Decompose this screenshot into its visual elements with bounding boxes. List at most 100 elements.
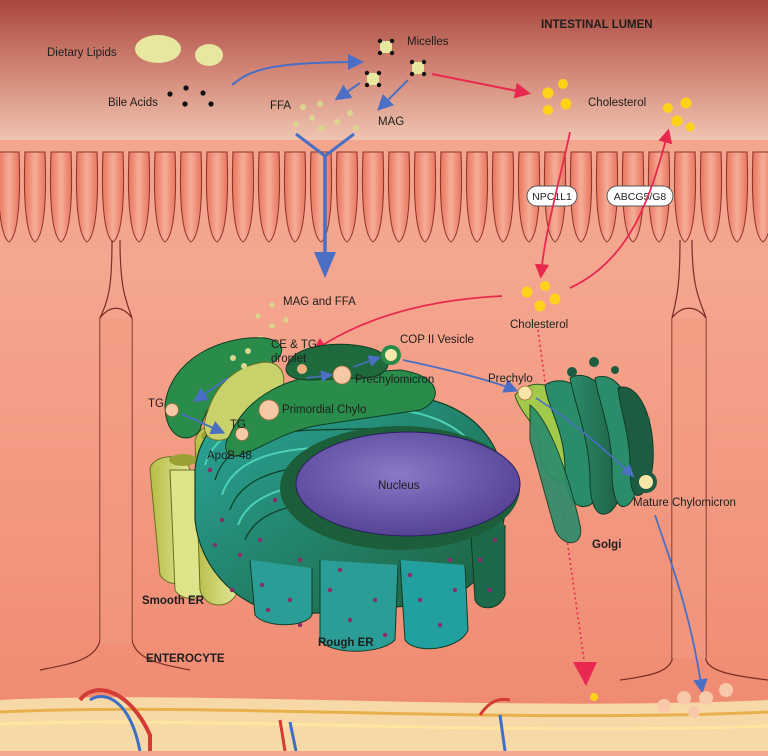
- arrow-cop-to-golgi: [402, 359, 519, 393]
- er-upper-arms: [164, 337, 436, 457]
- ribosome: [212, 542, 218, 548]
- micelles: [364, 38, 427, 88]
- ffa-label: FFA: [270, 100, 291, 112]
- microvillus: [153, 151, 177, 243]
- microvillus: [673, 151, 697, 243]
- arrow-tg-to-tg: [181, 413, 226, 435]
- ribosome: [272, 497, 278, 503]
- intestinal-lumen-label: INTESTINAL LUMEN: [541, 19, 653, 31]
- junction-left: [100, 318, 132, 643]
- ribosome-dots: [207, 467, 498, 638]
- lumen-cholesterol-dots: [542, 79, 695, 132]
- arrow-cholesterol-efflux: [569, 128, 673, 289]
- microvillus: [0, 151, 21, 243]
- nucleus-label: Nucleus: [378, 480, 420, 492]
- microvillus: [725, 151, 749, 243]
- microvillus: [751, 151, 768, 243]
- cholesterol-lumen-label: Cholesterol: [588, 97, 646, 109]
- microvillus: [361, 151, 385, 243]
- microvillus: [699, 151, 723, 243]
- nucleus: [280, 426, 521, 550]
- microvillus: [387, 151, 411, 243]
- ribosome: [382, 632, 388, 638]
- npc1l1-transporter: NPC1L1: [526, 185, 578, 207]
- microvillus: [49, 151, 73, 243]
- ce-tg-label-line2: droplet: [271, 353, 307, 365]
- microvillus: [101, 151, 125, 243]
- secreted-chylomicrons: [657, 683, 733, 718]
- intestinal-lumen: [0, 0, 768, 150]
- arrow-to-cholesterol: [431, 73, 531, 99]
- tg-label-1: TG: [148, 398, 164, 410]
- golgi-label: Golgi: [592, 539, 621, 551]
- prechylomicron-label: Prechylomicron: [355, 374, 434, 386]
- ribosome: [372, 597, 378, 603]
- dietary-lipid-droplets: [135, 35, 223, 66]
- ribosome: [417, 597, 423, 603]
- ribosome: [447, 557, 453, 563]
- mag-ffa-label: MAG and FFA: [283, 296, 356, 308]
- ribosome: [407, 572, 413, 578]
- junction-right: [672, 318, 706, 658]
- arrow-through-golgi: [535, 397, 635, 478]
- dietary-lipids-label: Dietary Lipids: [47, 47, 117, 59]
- arrow-dotted-cholesterol: [537, 329, 585, 661]
- primordial-chylo-label: Primordial Chylo: [282, 404, 366, 416]
- prechylo-label: Prechylo: [488, 373, 533, 385]
- uptake-arrow: [295, 132, 355, 278]
- cop2-vesicle: [381, 345, 401, 365]
- microvillus: [75, 151, 99, 243]
- mature-chylomicron-label: Mature Chylomicron: [633, 497, 736, 509]
- ribosome: [237, 552, 243, 558]
- cop2-label: COP II Vesicle: [400, 334, 474, 346]
- arrow-mag-to-tg: [193, 377, 229, 403]
- microvillus: [283, 151, 307, 243]
- microvillus: [23, 151, 47, 243]
- microvillus: [231, 151, 255, 243]
- abcg5g8-transporter: ABCG5/G8: [606, 185, 674, 207]
- microvillus: [127, 151, 151, 243]
- microvillus: [257, 151, 281, 243]
- ribosome: [297, 622, 303, 628]
- arrow-to-mag: [377, 79, 409, 111]
- arrow-droplet-to-prechylo: [305, 370, 333, 383]
- golgi: [514, 357, 654, 543]
- ribosome: [297, 557, 303, 563]
- ffa-mag-dots: [293, 101, 359, 131]
- ribosome: [337, 567, 343, 573]
- microvillus: [439, 151, 463, 243]
- ribosome: [265, 607, 271, 613]
- bile-acid-dots: [167, 85, 214, 107]
- cell-cholesterol-dots: [521, 281, 561, 312]
- arrow-cholesterol-influx: [534, 131, 571, 279]
- ribosome: [259, 582, 265, 588]
- microvillus: [491, 151, 515, 243]
- ribosome: [287, 597, 293, 603]
- microvillus: [179, 151, 203, 243]
- ribosome: [492, 537, 498, 543]
- npc1l1-label: NPC1L1: [532, 191, 572, 203]
- ribosome: [257, 537, 263, 543]
- ribosome: [219, 517, 225, 523]
- ribosome: [477, 557, 483, 563]
- ribosome: [487, 587, 493, 593]
- ribosome: [327, 587, 333, 593]
- mag-label: MAG: [378, 116, 404, 128]
- tg-label-2: TG: [230, 419, 246, 431]
- arrow-lipids-to-micelles: [231, 54, 364, 86]
- microvillus: [413, 151, 437, 243]
- abcg5g8-label: ABCG5/G8: [614, 191, 667, 203]
- ribosome: [229, 587, 235, 593]
- apob48-label: ApoB-48: [207, 450, 252, 462]
- micelles-label: Micelles: [407, 36, 449, 48]
- arrow-to-lymph: [654, 514, 708, 694]
- arrow-prechylo-to-cop: [352, 355, 381, 368]
- arrow-dotted-head: [573, 662, 597, 686]
- ce-tg-label-line1: CE & TG: [271, 339, 317, 351]
- bile-acids-label: Bile Acids: [108, 97, 158, 109]
- blood-cholesterol-dot: [590, 693, 598, 701]
- er-lipid-particles: [165, 345, 401, 441]
- microvillus: [335, 151, 359, 243]
